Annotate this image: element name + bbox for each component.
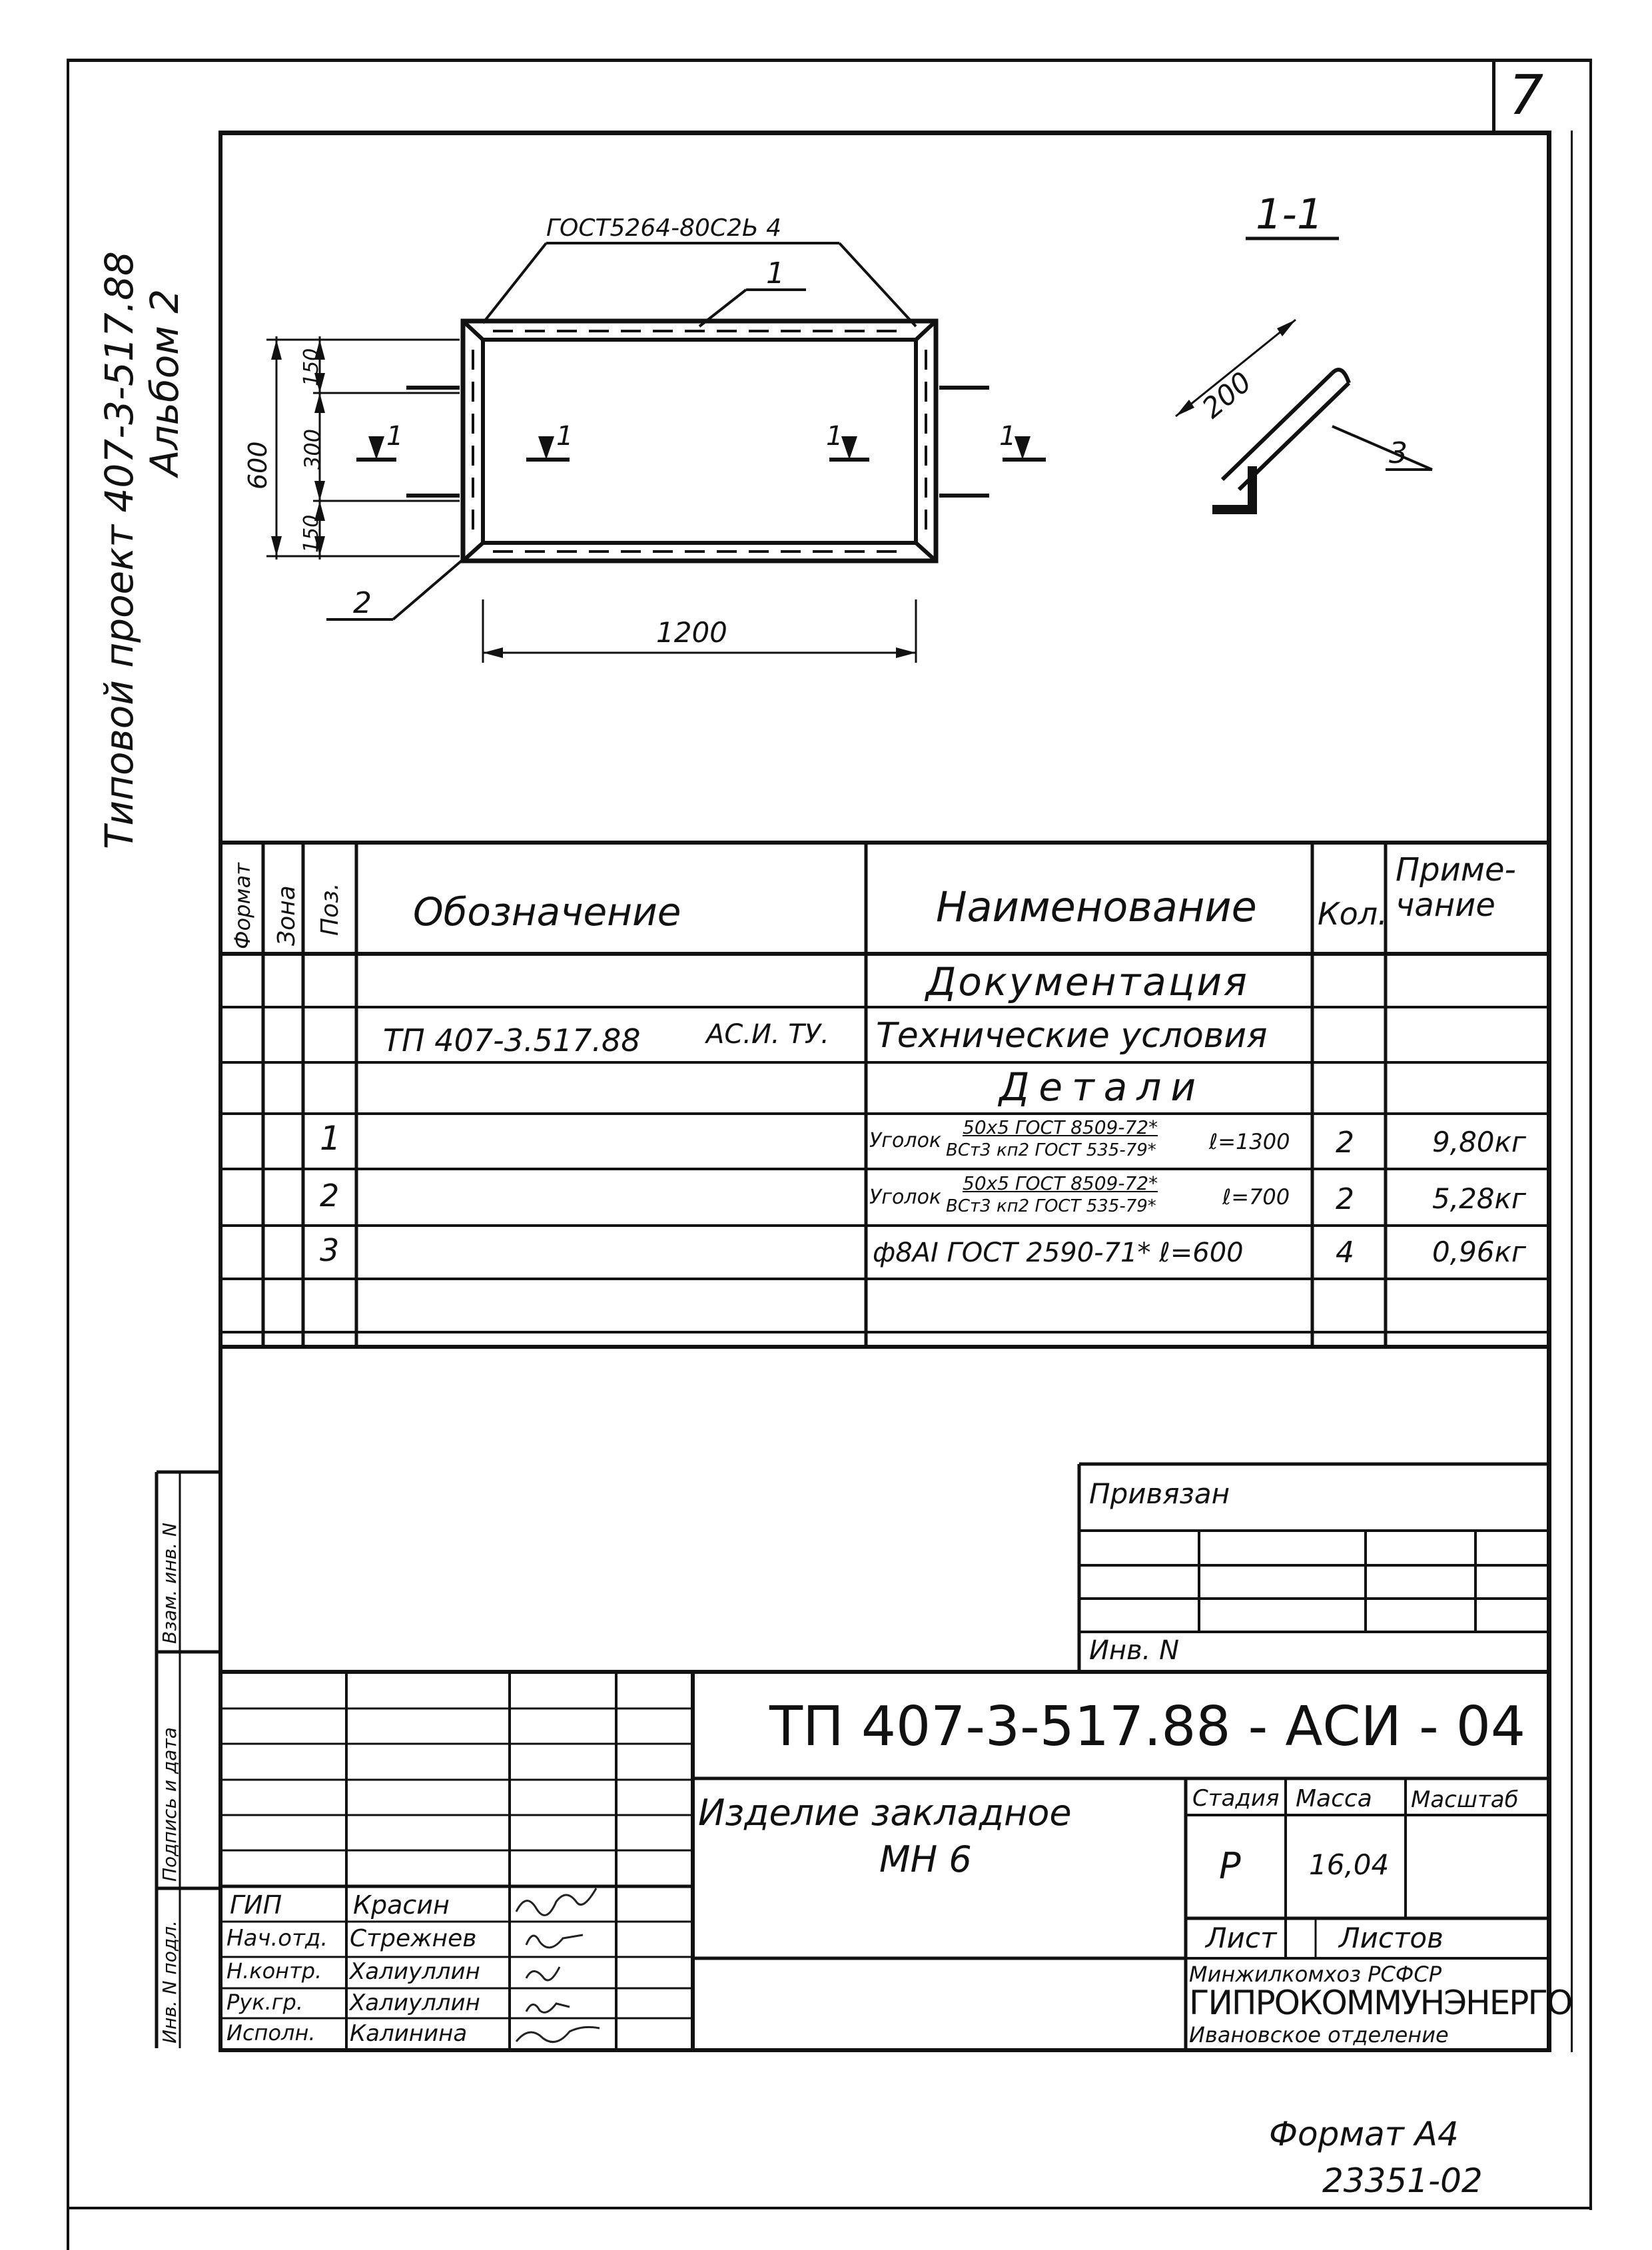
row2-name-prefix: Уголок — [869, 1186, 942, 1209]
title-name-line1: Изделие закладное — [698, 1792, 1072, 1834]
frame-top — [67, 59, 1592, 62]
header-designation: Обозначение — [413, 889, 681, 935]
document-code: ТП 407-3-517.88 - АСИ - 04 — [769, 1695, 1526, 1758]
org-name: ГИПРОКОММУНЭНЕРГО — [1189, 1984, 1573, 2022]
sheet-label: Лист — [1206, 1922, 1277, 1954]
row-details: Детали — [999, 1064, 1206, 1110]
row1-name-prefix: Уголок — [869, 1129, 942, 1152]
row3-name: ф8АI ГОСТ 2590-71* ℓ=600 — [873, 1238, 1244, 1268]
org-branch: Ивановское отделение — [1189, 2022, 1449, 2048]
row-tu-designation-suffix: АС.И. ТУ. — [706, 1019, 829, 1050]
signer-name: Халиуллин — [350, 1990, 480, 2016]
row2-qty: 2 — [1336, 1182, 1354, 1216]
row-documentation: Документация — [926, 959, 1249, 1004]
part-3-label: 3 — [1389, 436, 1408, 470]
row1-name-top: 50х5 ГОСТ 8509-72* — [963, 1116, 1158, 1138]
signer-role: Рук.гр. — [226, 1990, 304, 2015]
header-qty: Кол. — [1318, 896, 1388, 932]
inner-left — [218, 131, 222, 2052]
part-2-label: 2 — [353, 586, 372, 620]
part-1-label: 1 — [766, 256, 785, 290]
inv-n-label: Инв. N — [1089, 1635, 1179, 1666]
mass-value: 16,04 — [1309, 1848, 1390, 1881]
inner-bottom — [218, 2048, 1551, 2052]
row-tu-designation: ТП 407-3.517.88 — [383, 1022, 641, 1058]
cut-mark-3: 1 — [826, 421, 843, 452]
row2-note: 5,28кг — [1432, 1182, 1526, 1215]
row3-note: 0,96кг — [1432, 1236, 1526, 1268]
frame-left — [67, 59, 69, 2250]
signer-role: Н.контр. — [226, 1958, 322, 1984]
format-label: Формат А4 — [1269, 2115, 1459, 2153]
sheets-label: Листов — [1339, 1922, 1444, 1954]
row2-name-bottom: ВСт3 кп2 ГОСТ 535-79* — [946, 1196, 1156, 1216]
signer-name: Калинина — [350, 2020, 468, 2047]
mass-label: Масса — [1296, 1785, 1372, 1812]
cut-mark-1: 1 — [386, 421, 404, 452]
signer-name: Стрежнев — [350, 1925, 477, 1952]
inner-top — [218, 131, 1551, 135]
header-name: Наименование — [936, 883, 1257, 931]
row1-name-suffix: ℓ=1300 — [1209, 1129, 1290, 1154]
row-tu-name: Технические условия — [876, 1016, 1268, 1056]
inner-right — [1547, 131, 1551, 2052]
row2-name-top: 50х5 ГОСТ 8509-72* — [963, 1172, 1158, 1194]
stage-label: Стадия — [1192, 1785, 1280, 1812]
row1-pos: 1 — [320, 1119, 341, 1158]
signer-role: Исполн. — [226, 2020, 316, 2046]
stage-value: Р — [1219, 1845, 1241, 1887]
sheet-number-box-left — [1492, 59, 1495, 133]
row3-qty: 4 — [1336, 1236, 1354, 1270]
frame-bottom — [67, 2207, 1592, 2209]
row3-pos: 3 — [320, 1232, 340, 1268]
section-label: 1-1 — [1256, 190, 1324, 238]
org-ministry: Минжилкомхоз РСФСР — [1189, 1962, 1442, 1987]
row2-pos: 2 — [320, 1178, 340, 1214]
row2-name-suffix: ℓ=700 — [1222, 1184, 1290, 1210]
frame-right — [1589, 59, 1592, 2210]
scale-label: Масштаб — [1411, 1786, 1519, 1813]
cut-mark-4: 1 — [999, 421, 1017, 452]
inner-right-outer — [1571, 131, 1573, 2052]
row1-qty: 2 — [1336, 1126, 1354, 1160]
header-note: Приме- чание — [1396, 851, 1516, 924]
row1-note: 9,80кг — [1432, 1126, 1526, 1158]
sheet-number: 7 — [1509, 64, 1544, 127]
privyazan-label: Привязан — [1089, 1477, 1230, 1510]
dim-1200: 1200 — [656, 616, 727, 649]
signer-role: Нач.отд. — [226, 1925, 328, 1952]
signer-name: Красин — [353, 1890, 450, 1920]
copy-number: 23351-02 — [1322, 2161, 1483, 2200]
row1-name-bottom: ВСт3 кп2 ГОСТ 535-79* — [946, 1140, 1156, 1160]
title-name-line2: МН 6 — [879, 1838, 972, 1880]
signer-role: ГИП — [230, 1890, 282, 1920]
gost-weld-label: ГОСТ5264-80С2Ь 4 — [546, 214, 782, 242]
cut-mark-2: 1 — [556, 421, 574, 452]
signer-name: Халиуллин — [350, 1958, 480, 1985]
